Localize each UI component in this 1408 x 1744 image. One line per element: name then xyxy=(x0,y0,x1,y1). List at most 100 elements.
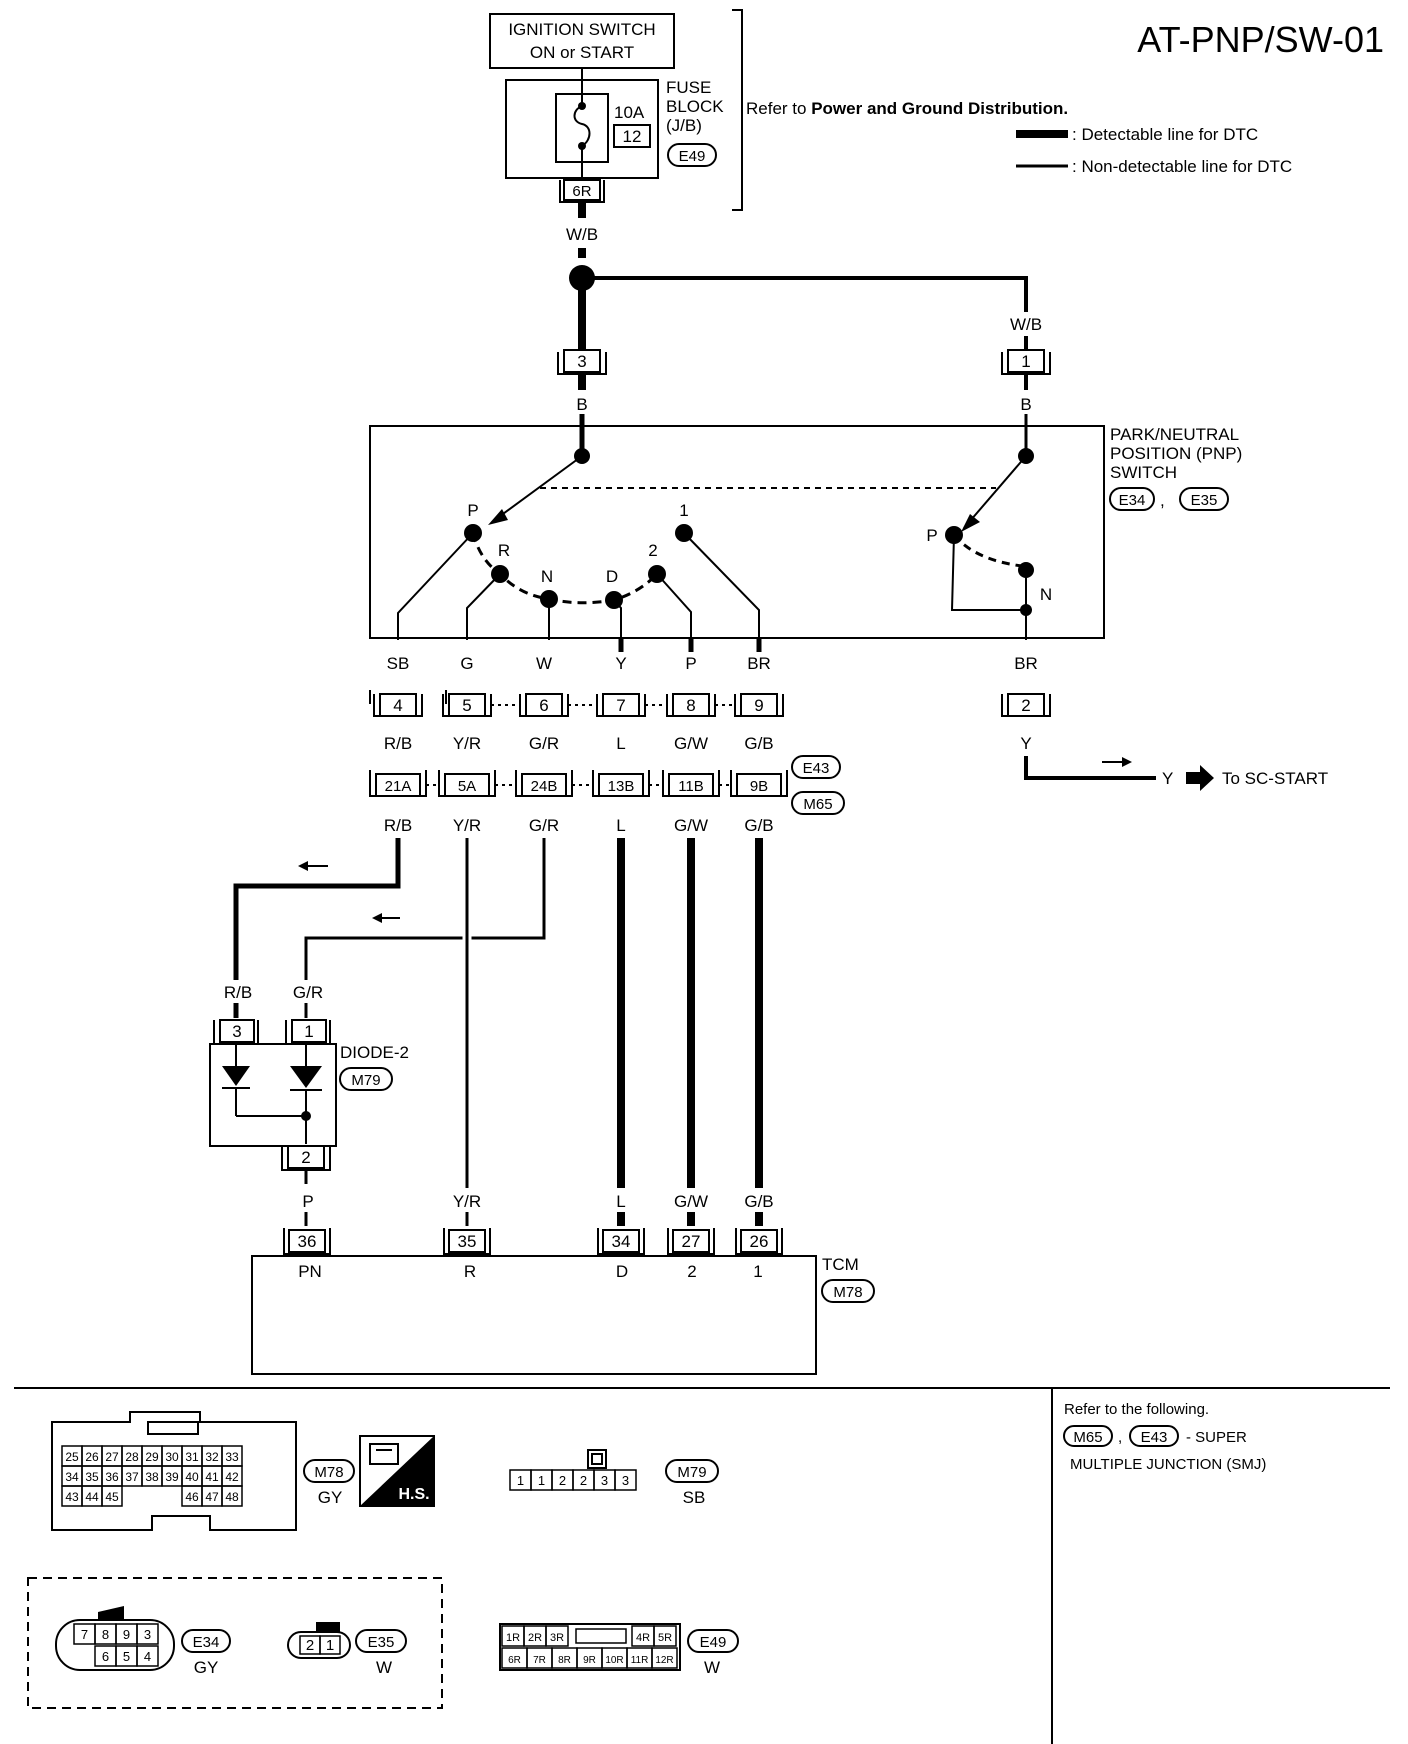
wire-color-l-lower: L xyxy=(616,816,625,835)
sc-start-wire-color: Y xyxy=(1162,769,1173,788)
fuse-block-label: FUSE xyxy=(666,78,711,97)
connector-group-e34-e35 xyxy=(27,1577,443,1709)
m78-pin-39: 39 xyxy=(165,1470,179,1484)
connector-tag-e43-text: E43 xyxy=(803,760,830,777)
tcm-terminal-27-label: 27 xyxy=(682,1232,701,1251)
e49-pin-5R-cell xyxy=(653,1625,677,1647)
m78-pin-35: 35 xyxy=(85,1470,99,1484)
terminal-2-right-label: 2 xyxy=(1021,696,1030,715)
pnp-switch-label: PARK/NEUTRAL xyxy=(1110,425,1239,444)
heat-shrink-badge: H.S. xyxy=(359,1435,435,1507)
e49-pin-12R-cell xyxy=(651,1647,678,1669)
m79-pin-5: 3 xyxy=(601,1473,608,1488)
e34-pin-6: 6 xyxy=(102,1649,109,1664)
connector-tag-e35: E35 xyxy=(1179,487,1229,511)
m78-pin-48: 48 xyxy=(225,1490,239,1504)
connector-tag-e49-text: E49 xyxy=(679,148,706,165)
footnote-line-1: Refer to the following. xyxy=(1064,1401,1209,1418)
smj-terminal-row: 21A 5A 24B 13B 11B 9B xyxy=(369,770,788,797)
tcm-wire-color-gb: G/B xyxy=(744,1192,773,1211)
tcm-pin-r: R xyxy=(464,1262,476,1281)
wire-color-p: P xyxy=(685,654,696,673)
e34-pin-9: 9 xyxy=(123,1627,130,1642)
terminal-11b-label: 11B xyxy=(678,778,704,795)
e49-pin-10R: 10R xyxy=(605,1655,623,1666)
connector-tag-e49-view: E49 xyxy=(687,1629,739,1653)
e49-pin-4R: 4R xyxy=(636,1632,650,1644)
refer-target: Power and Ground Distribution. xyxy=(811,99,1068,118)
fuse-number: 12 xyxy=(623,127,642,146)
wire-color-g: G xyxy=(460,654,473,673)
footnote-line-2: - SUPER xyxy=(1186,1429,1247,1446)
position-n-right-label: N xyxy=(1040,585,1052,604)
tcm-label: TCM xyxy=(822,1255,859,1274)
connector-tag-e43: E43 xyxy=(791,755,841,779)
connector-tag-m65: M65 xyxy=(791,791,845,815)
m79-color: SB xyxy=(683,1488,706,1507)
e49-pin-9R: 9R xyxy=(583,1655,596,1666)
connector-tag-m79: M79 xyxy=(339,1067,393,1091)
diode-terminal-3-label: 3 xyxy=(232,1022,241,1041)
m78-pin-37: 37 xyxy=(125,1470,139,1484)
connector-tag-m65-text: M65 xyxy=(803,796,832,813)
terminal-5-label: 5 xyxy=(462,696,471,715)
m78-pin-43: 43 xyxy=(65,1490,79,1504)
wire-color-br-right: BR xyxy=(1014,654,1038,673)
tcm-wire-color-p: P xyxy=(302,1192,313,1211)
lower-wire-colors: R/B Y/R G/R L G/W G/B xyxy=(384,816,774,835)
e49-pin-8R: 8R xyxy=(558,1655,571,1666)
position-1-label: 1 xyxy=(679,501,688,520)
e34-pin-4: 4 xyxy=(144,1649,151,1664)
position-n-label: N xyxy=(541,567,553,586)
m79-pin-4: 2 xyxy=(580,1473,587,1488)
m78-pin-31: 31 xyxy=(185,1450,199,1464)
e34-pin-4-cell xyxy=(136,1645,159,1667)
tcm-wire-colors: P Y/R L G/W G/B xyxy=(302,1192,773,1211)
m78-pin-25: 25 xyxy=(65,1450,79,1464)
wire-color-rb-lower: R/B xyxy=(384,816,412,835)
wire-color-y-right: Y xyxy=(1020,734,1031,753)
terminal-1: 1 xyxy=(1001,349,1051,375)
connector-icon xyxy=(369,1443,399,1465)
terminal-8-label: 8 xyxy=(686,696,695,715)
pnp-output-wire-colors: SB G W Y P BR BR xyxy=(387,654,1038,673)
m79-pin-6-cell xyxy=(614,1469,637,1491)
e49-pin-1R: 1R xyxy=(506,1632,520,1644)
wire-color-y: Y xyxy=(615,654,626,673)
tcm-terminal-26-label: 26 xyxy=(750,1232,769,1251)
e49-pin-11R: 11R xyxy=(631,1655,649,1666)
diode-2 xyxy=(209,1043,337,1147)
fuse-amperage: 10A xyxy=(614,103,645,122)
m78-pin-41: 41 xyxy=(205,1470,219,1484)
m78-pin-27: 27 xyxy=(105,1450,119,1464)
connector-tag-e35-text: E35 xyxy=(1191,492,1218,509)
terminal-24b-label: 24B xyxy=(531,778,558,795)
e49-pin-6R: 6R xyxy=(508,1655,521,1666)
diode-inputs: R/B G/R 3 1 xyxy=(213,983,331,1045)
connector-tag-e34-text: E34 xyxy=(1119,492,1146,509)
wire-color-b-right: B xyxy=(1020,395,1031,414)
fuse-block: 10A 12 xyxy=(505,79,659,186)
m78-pin-33: 33 xyxy=(225,1450,239,1464)
connector-tag-e49-view-text: E49 xyxy=(700,1634,727,1651)
terminal-3-label: 3 xyxy=(577,352,586,371)
position-p-right-label: P xyxy=(926,526,937,545)
m78-pin-47: 47 xyxy=(205,1490,219,1504)
m78-pin-36: 36 xyxy=(105,1470,119,1484)
terminal-13b-label: 13B xyxy=(608,778,635,795)
m79-pin-1: 1 xyxy=(517,1473,524,1488)
legend-detectable-text: : Detectable line for DTC xyxy=(1072,125,1258,144)
terminal-3: 3 xyxy=(557,349,607,375)
fuse-element xyxy=(573,105,591,147)
m78-pin-45-cell xyxy=(101,1485,123,1507)
ignition-switch-state: ON or START xyxy=(530,43,634,62)
wire-color-gb-upper: G/B xyxy=(744,734,773,753)
connector-tag-e43-footnote-text: E43 xyxy=(1141,1429,1168,1446)
connector-tag-e35-view: E35 xyxy=(355,1629,407,1653)
connector-tag-e34: E34 xyxy=(1109,487,1155,511)
